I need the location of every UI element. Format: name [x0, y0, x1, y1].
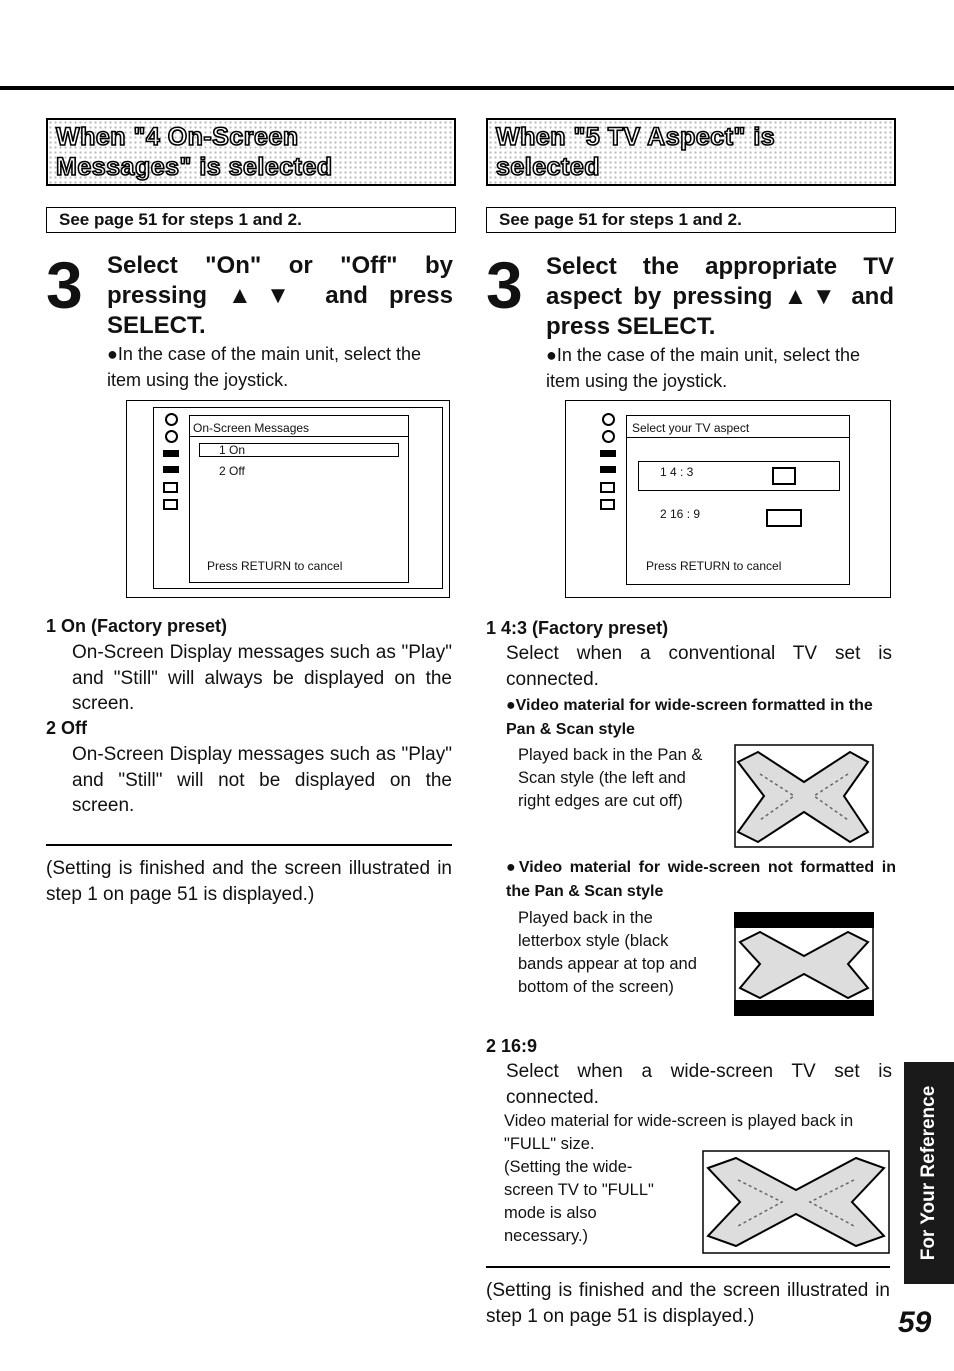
side-tab-label: For Your Reference — [918, 1085, 939, 1261]
menu-option-16-9[interactable]: 2 16 : 9 — [660, 507, 701, 521]
menu-panel-left — [189, 415, 409, 583]
step-bullet-right: ●In the case of the main unit, select th… — [546, 345, 861, 391]
step-bullet-left: ●In the case of the main unit, select th… — [107, 344, 422, 390]
see-page-right: See page 51 for steps 1 and 2. — [486, 207, 896, 233]
closing-note-right: (Setting is finished and the screen illu… — [486, 1280, 890, 1327]
item2-title-right: 2 16:9 — [486, 1036, 538, 1056]
section-banner-right: When "5 TV Aspect" is selected — [486, 118, 896, 186]
banner-right-line1: When "5 TV Aspect" is — [495, 122, 776, 152]
menu-highlight-left[interactable] — [199, 443, 399, 457]
section-banner-left: When "4 On-Screen Messages" is selected — [46, 118, 456, 186]
closing-note-left: (Setting is finished and the screen illu… — [46, 858, 452, 905]
item1-title-right: 1 4:3 (Factory preset) — [486, 618, 669, 638]
section-side-tab: For Your Reference — [904, 1062, 954, 1284]
page-number: 59 — [898, 1306, 932, 1339]
tv-icon — [163, 499, 178, 510]
sub1-title-right: ●Video material for wide-screen formatte… — [506, 697, 873, 738]
menu-option-4-3[interactable]: 1 4 : 3 — [660, 465, 694, 479]
screen-inner-frame-left — [153, 407, 443, 589]
menu-footer-left: Press RETURN to cancel — [207, 559, 343, 573]
item2-body-left: On-Screen Display messages such as "Play… — [72, 744, 452, 816]
aspect-16-9-icon — [766, 509, 802, 527]
tv-icon — [163, 482, 178, 493]
circle-icon — [602, 430, 615, 443]
menu-option-on[interactable]: 1 On — [219, 443, 246, 457]
item2-title-left: 2 Off — [46, 718, 88, 738]
item2-note2-right: (Setting the wide-screen TV to "FULL" mo… — [504, 1158, 654, 1245]
aspect-4-3-icon — [772, 467, 796, 485]
menu-option-off[interactable]: 2 Off — [219, 464, 245, 478]
menu-icon-column-right — [600, 413, 620, 513]
see-page-left: See page 51 for steps 1 and 2. — [46, 207, 456, 233]
divider-left — [46, 844, 452, 846]
circle-icon — [165, 413, 178, 426]
screen-illustration-left: On-Screen Messages 1 On 2 Off Press RETU… — [126, 400, 450, 598]
menu-panel-right — [626, 415, 850, 585]
banner-left-line1: When "4 On-Screen — [55, 122, 299, 152]
sub1-body-right: Played back in the Pan & Scan style (the… — [518, 746, 703, 810]
menu-title-rule-right — [626, 437, 850, 438]
item1-body-right: Select when a conventional TV set is con… — [506, 643, 892, 690]
item1-title-left: 1 On (Factory preset) — [46, 616, 228, 636]
tape-icon — [163, 450, 179, 457]
banner-left-line2: Messages" is selected — [55, 152, 333, 182]
step-number-right: 3 — [486, 248, 523, 322]
sub2-body-right: Played back in the letterbox style (blac… — [518, 909, 697, 996]
tape-icon — [163, 466, 179, 473]
menu-title-rule-left — [189, 436, 409, 437]
tape-icon — [600, 450, 616, 457]
item2-body-right: Select when a wide-screen TV set is conn… — [506, 1061, 892, 1108]
circle-icon — [602, 413, 615, 426]
item1-body-left: On-Screen Display messages such as "Play… — [72, 642, 452, 714]
step-heading-right: Select the appropriate TV aspect by pres… — [546, 253, 894, 340]
letterbox-image — [734, 912, 874, 1016]
item2-note-right: Video material for wide-screen is played… — [504, 1112, 854, 1153]
menu-footer-right: Press RETURN to cancel — [646, 559, 782, 573]
menu-title-right: Select your TV aspect — [632, 421, 750, 435]
circle-icon — [165, 430, 178, 443]
full-size-image — [702, 1150, 890, 1254]
menu-title-left: On-Screen Messages — [193, 421, 310, 435]
tv-icon — [600, 499, 615, 510]
pan-scan-image — [734, 744, 874, 848]
step-heading-left: Select "On" or "Off" by pressing ▲▼ and … — [107, 252, 453, 339]
step-number-left: 3 — [46, 248, 83, 322]
screen-illustration-right: Select your TV aspect 1 4 : 3 2 16 : 9 P… — [565, 400, 891, 598]
top-rule — [0, 86, 954, 90]
tv-icon — [600, 482, 615, 493]
banner-right-line2: selected — [495, 152, 601, 182]
tape-icon — [600, 466, 616, 473]
menu-icon-column-left — [163, 413, 183, 513]
divider-right — [486, 1266, 890, 1268]
menu-highlight-right[interactable] — [638, 461, 840, 491]
sub2-title-right: ●Video material for wide-screen not form… — [506, 859, 896, 900]
